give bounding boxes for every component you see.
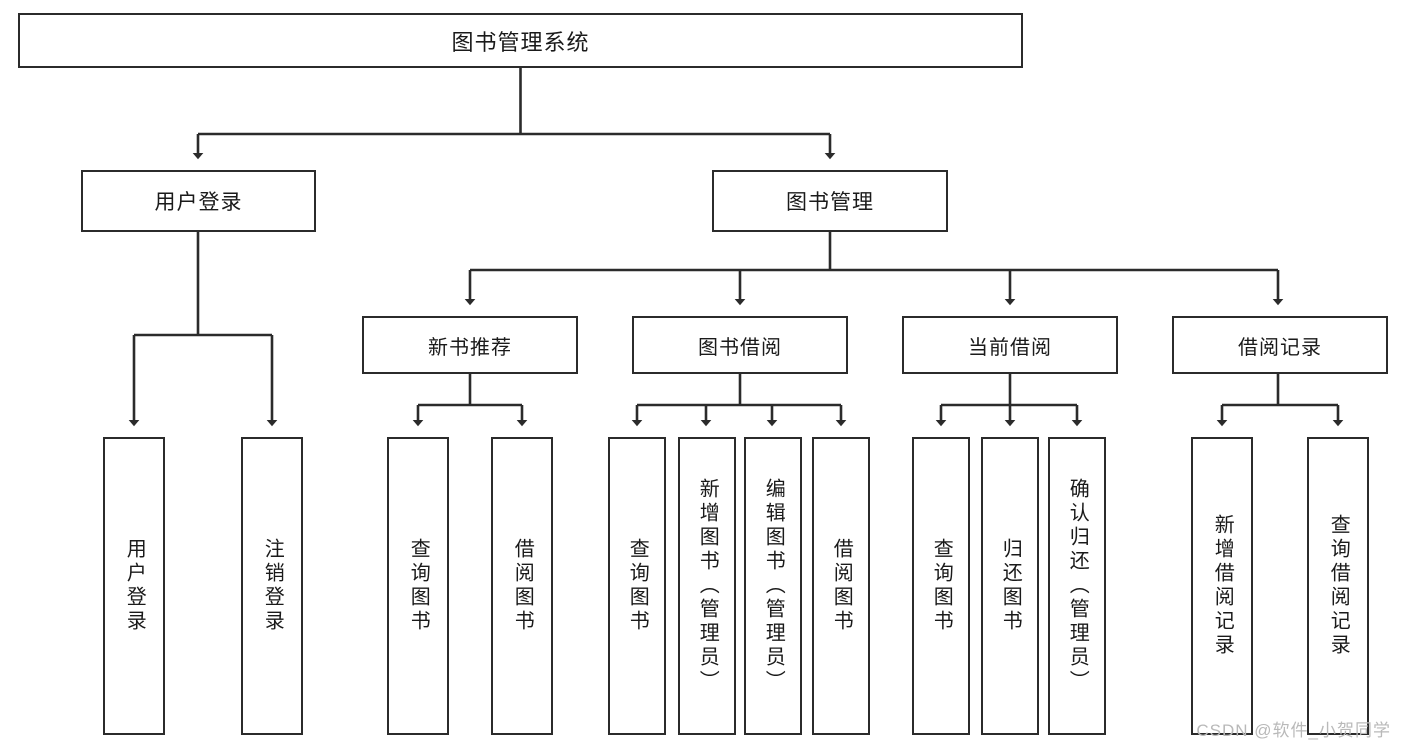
leaf-borrow-record-add[interactable]: 新增借阅记录 [1191,437,1253,735]
leaf-new-book-borrow-label: 借阅图书 [511,538,534,634]
node-book-borrow[interactable]: 图书借阅 [632,316,848,374]
node-user-login[interactable]: 用户登录 [81,170,316,232]
leaf-book-borrow-edit-label: 编辑图书（管理员） [762,478,785,694]
node-root-system-label: 图书管理系统 [451,29,590,55]
leaf-new-book-query-label: 查询图书 [407,538,430,634]
leaf-current-borrow-return-label: 归还图书 [999,538,1022,634]
node-book-management-label: 图书管理 [786,191,874,214]
leaf-user-login-signin[interactable]: 用户登录 [103,437,165,735]
node-new-book-recommend-label: 新书推荐 [428,336,512,359]
leaf-borrow-record-query[interactable]: 查询借阅记录 [1307,437,1369,735]
leaf-current-borrow-query-label: 查询图书 [930,538,953,634]
leaf-current-borrow-confirm[interactable]: 确认归还（管理员） [1048,437,1106,735]
leaf-borrow-record-query-label: 查询借阅记录 [1327,514,1350,658]
leaf-book-borrow-query[interactable]: 查询图书 [608,437,666,735]
leaf-borrow-record-add-label: 新增借阅记录 [1211,514,1234,658]
node-book-management[interactable]: 图书管理 [712,170,948,232]
node-new-book-recommend[interactable]: 新书推荐 [362,316,578,374]
leaf-new-book-borrow[interactable]: 借阅图书 [491,437,553,735]
leaf-book-borrow-add[interactable]: 新增图书（管理员） [678,437,736,735]
leaf-current-borrow-confirm-label: 确认归还（管理员） [1066,478,1089,694]
node-borrow-record-label: 借阅记录 [1238,336,1322,359]
node-borrow-record[interactable]: 借阅记录 [1172,316,1388,374]
node-current-borrow-label: 当前借阅 [968,336,1052,359]
node-book-borrow-label: 图书借阅 [698,336,782,359]
node-user-login-label: 用户登录 [154,191,243,214]
leaf-book-borrow-borrow-label: 借阅图书 [830,538,853,634]
leaf-current-borrow-return[interactable]: 归还图书 [981,437,1039,735]
leaf-user-login-signout[interactable]: 注销登录 [241,437,303,735]
leaf-current-borrow-query[interactable]: 查询图书 [912,437,970,735]
node-current-borrow[interactable]: 当前借阅 [902,316,1118,374]
leaf-new-book-query[interactable]: 查询图书 [387,437,449,735]
leaf-user-login-signin-label: 用户登录 [123,538,146,634]
leaf-book-borrow-query-label: 查询图书 [626,538,649,634]
leaf-book-borrow-borrow[interactable]: 借阅图书 [812,437,870,735]
leaf-book-borrow-edit[interactable]: 编辑图书（管理员） [744,437,802,735]
node-root-system[interactable]: 图书管理系统 [18,13,1023,68]
leaf-user-login-signout-label: 注销登录 [261,538,284,634]
leaf-book-borrow-add-label: 新增图书（管理员） [696,478,719,694]
